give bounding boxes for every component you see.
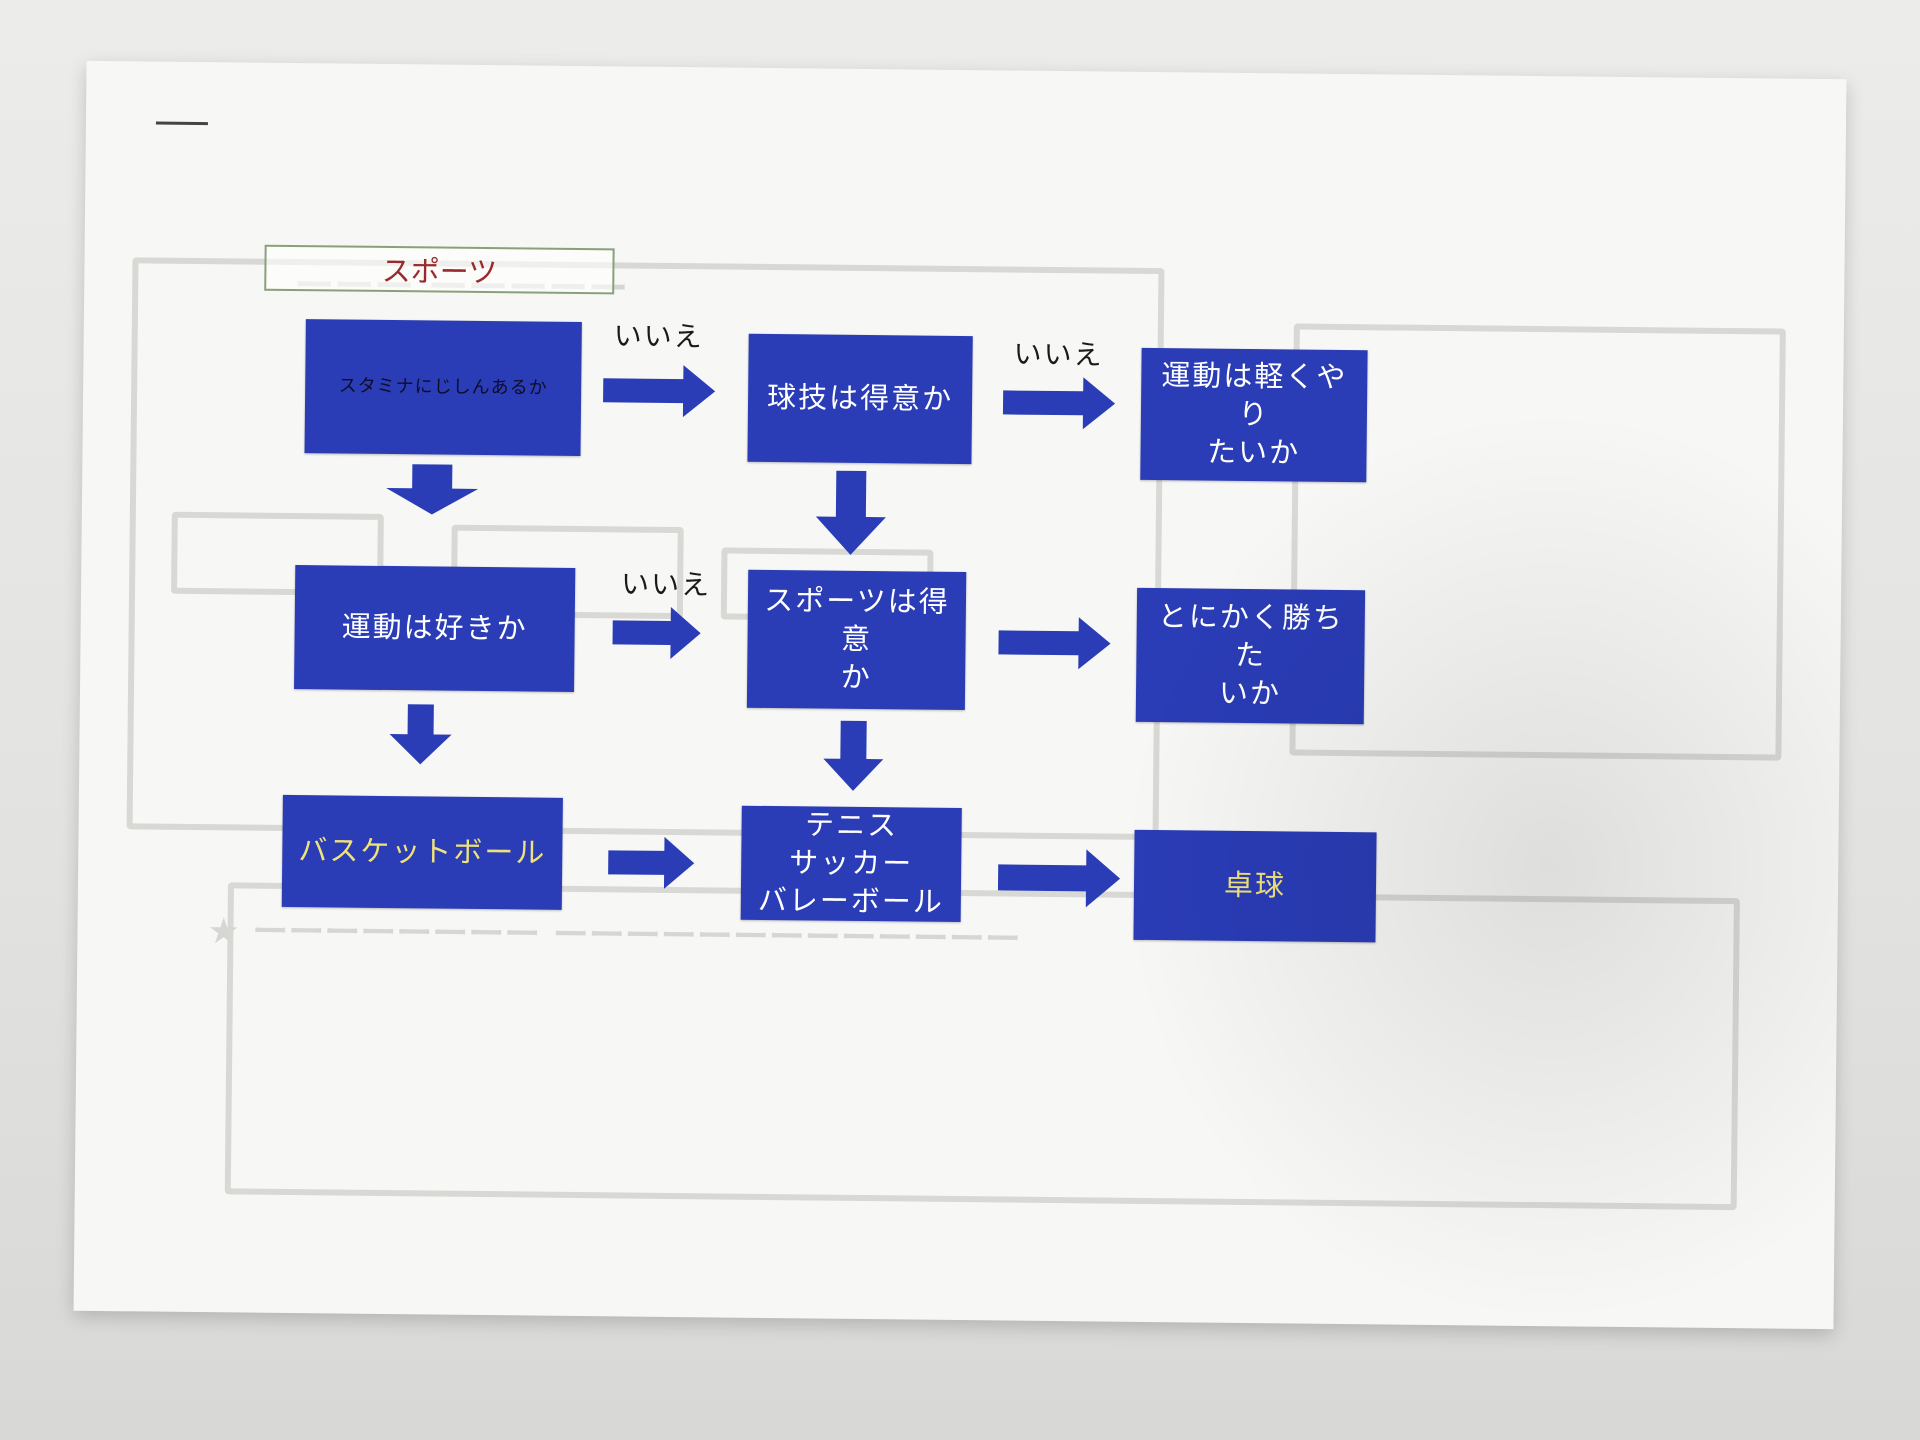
node-stamina-question: スタミナにじしんあるか xyxy=(304,319,582,457)
arrow-right-icon xyxy=(1002,377,1116,430)
node-basketball-text: バスケットボール xyxy=(298,833,547,870)
node-ballgame-question-text: 球技は得意か xyxy=(766,380,954,417)
arrow-right-icon xyxy=(612,606,701,659)
node-want-to-win-question: とにかく勝ちた いか xyxy=(1135,587,1366,725)
arrow-down-icon xyxy=(389,704,452,765)
arrow-down-icon xyxy=(823,720,884,791)
title-box: スポーツ xyxy=(264,244,615,295)
node-tennis-soccer-volleyball-text: テニス サッカー バレーボール xyxy=(757,807,945,919)
node-like-exercise-question: 運動は好きか xyxy=(294,565,576,692)
arrow-down-icon xyxy=(815,470,886,555)
arrow-right-icon xyxy=(603,365,716,418)
no-label-3: いいえ xyxy=(620,567,712,602)
arrow-right-icon xyxy=(608,836,695,889)
node-ballgame-question: 球技は得意か xyxy=(747,333,973,465)
node-stamina-question-text: スタミナにじしんあるか xyxy=(338,375,548,399)
node-good-at-sports-question-text: スポーツは得意 か xyxy=(764,583,950,694)
arrow-right-icon xyxy=(998,617,1111,670)
paper-sheet: ーーー ーーーーー ★ ーーーーーーーー ーーーーーーーーーーーーー スポーツ … xyxy=(73,60,1847,1330)
node-want-to-win-question-text: とにかく勝ちた いか xyxy=(1157,599,1345,711)
arrow-down-icon xyxy=(386,464,479,515)
node-good-at-sports-question: スポーツは得意 か xyxy=(746,569,967,711)
node-basketball: バスケットボール xyxy=(281,794,563,910)
node-table-tennis-text: 卓球 xyxy=(1223,867,1287,903)
node-light-exercise-question-text: 運動は軽くやり たいか xyxy=(1161,358,1348,470)
arrow-right-icon xyxy=(997,849,1121,908)
title-text: スポーツ xyxy=(381,253,498,290)
no-label-1: いいえ xyxy=(613,319,704,354)
node-table-tennis: 卓球 xyxy=(1133,829,1377,943)
node-light-exercise-question: 運動は軽くやり たいか xyxy=(1140,347,1368,483)
node-like-exercise-question-text: 運動は好きか xyxy=(341,609,528,646)
node-tennis-soccer-volleyball: テニス サッカー バレーボール xyxy=(740,805,962,923)
corner-dash xyxy=(155,121,208,126)
no-label-2: いいえ xyxy=(1013,337,1104,372)
